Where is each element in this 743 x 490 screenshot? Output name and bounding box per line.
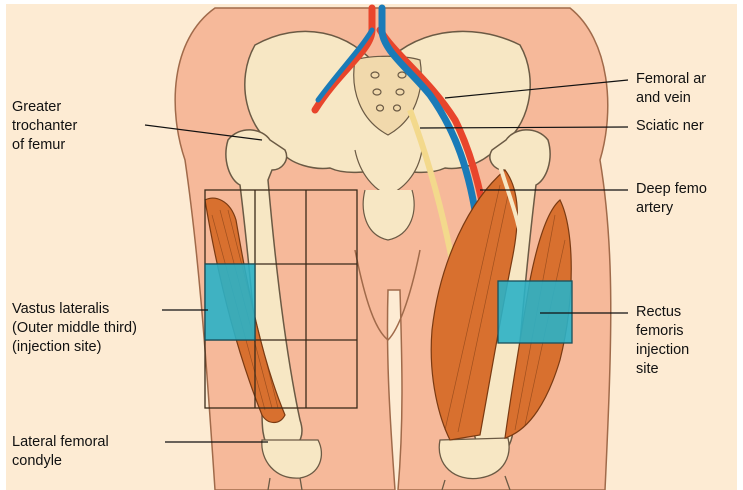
label-deep-femoral-artery: Deep femo artery <box>636 180 707 218</box>
label-greater-trochanter: Greater trochanter of femur <box>12 98 77 155</box>
label-vastus-lateralis: Vastus lateralis (Outer middle third) (i… <box>12 300 137 357</box>
vastus-lateralis-injection-site <box>205 264 255 340</box>
label-lateral-femoral-condyle: Lateral femoral condyle <box>12 433 109 471</box>
label-femoral-artery-vein: Femoral ar and vein <box>636 70 706 108</box>
rectus-femoris-injection-site <box>498 281 572 343</box>
label-rectus-femoris: Rectus femoris injection site <box>636 303 689 379</box>
label-sciatic-nerve: Sciatic ner <box>636 117 704 136</box>
